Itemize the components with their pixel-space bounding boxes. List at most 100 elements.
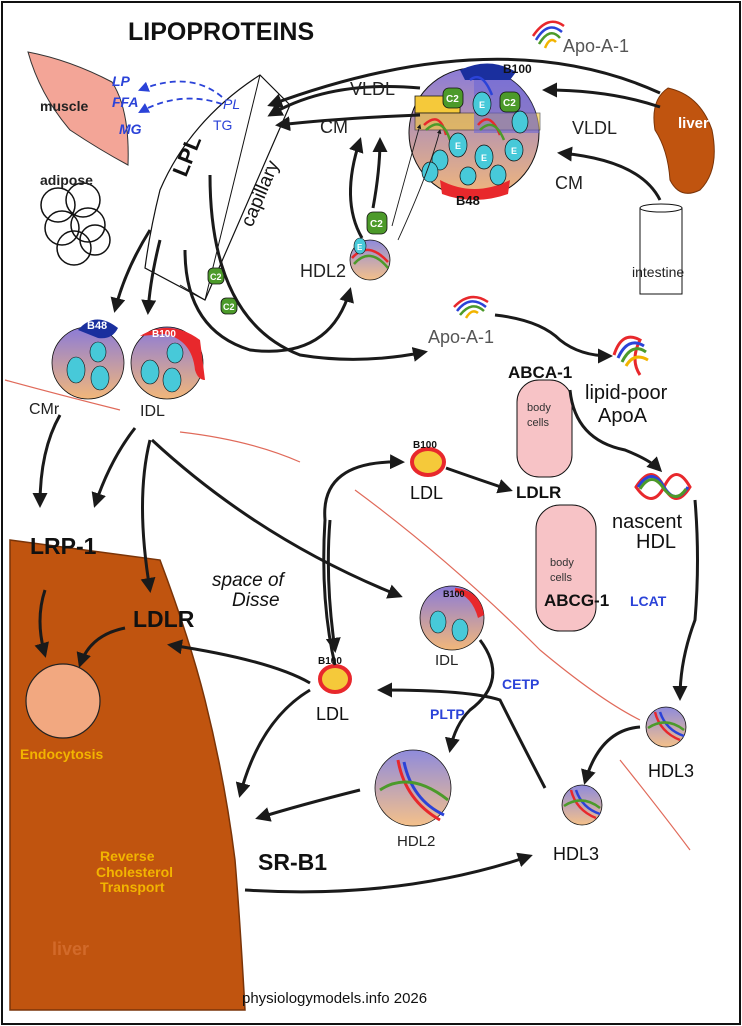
ldl-top-label: LDL: [410, 483, 443, 503]
nascent-hdl-icon: [634, 473, 692, 500]
vldl-incoming-label: VLDL: [350, 79, 395, 99]
cmr-label: CMr: [29, 401, 60, 418]
lipid-poor-label-1: lipid-poor: [585, 382, 668, 404]
liver-organ: [653, 87, 715, 194]
ldl-mid-label: LDL: [316, 704, 349, 724]
lpl-dashed-arrows: [137, 80, 223, 114]
rct-label-2: Cholesterol: [96, 864, 173, 880]
apo-c2-tiles: [207, 87, 521, 315]
hdl2-top-label: HDL2: [300, 261, 346, 281]
space-of-disse-label-1: space of: [212, 570, 286, 591]
lrp1-receptor-label: LRP-1: [30, 533, 97, 559]
body-cells-top-label-2: cells: [527, 417, 550, 429]
lpl-product-ffa: FFA: [112, 94, 138, 110]
lpl-product-lp: LP: [112, 73, 131, 89]
body-cells-bottom: [535, 504, 597, 632]
c2-label: C2: [503, 98, 516, 109]
abca1-transporter-label: ABCA-1: [508, 363, 572, 382]
rct-label-3: Transport: [100, 879, 165, 895]
lpl-substrate-pl: PL: [223, 96, 240, 112]
abcg1-transporter-label: ABCG-1: [544, 591, 609, 610]
liver-small-label: liver: [678, 115, 709, 132]
apoa1-mid-label: Apo-A-1: [428, 327, 494, 347]
lpl-substrate-tg: TG: [213, 117, 232, 133]
endocytosis-label: Endocytosis: [20, 746, 103, 762]
body-cells-top-label-1: body: [527, 402, 551, 414]
nascent-hdl-label-2: HDL: [636, 531, 676, 553]
pltp-enzyme-label: PLTP: [430, 706, 465, 722]
thin-arrows: [391, 124, 442, 241]
c2-label: C2: [446, 94, 459, 105]
diagram-title: LIPOPROTEINS: [128, 18, 314, 46]
flow-arrows: [32, 57, 699, 894]
e-label: E: [481, 153, 487, 163]
ldl-top-particle: [410, 447, 446, 477]
apo-ribbons: [423, 20, 565, 319]
srb1-receptor-label: SR-B1: [258, 849, 327, 875]
ldlr-left-receptor-label: LDLR: [133, 606, 195, 632]
intestine-shape: [639, 207, 683, 295]
lcat-enzyme-label: LCAT: [630, 593, 667, 609]
idl-left-particle: [130, 326, 205, 400]
lipid-poor-label-2: ApoA: [598, 405, 648, 427]
apoa1-top-label: Apo-A-1: [563, 36, 629, 56]
b48-top-label: B48: [456, 193, 480, 208]
nascent-hdl-label-1: nascent: [612, 511, 682, 533]
boundary-line: [4, 379, 121, 411]
e-label: E: [511, 146, 517, 156]
c2-label: C2: [370, 219, 383, 230]
b48-cmr-label: B48: [87, 320, 107, 332]
hdl3-bottom-label: HDL3: [553, 844, 599, 864]
boundary-line: [354, 489, 641, 721]
b100-ldl-top-label: B100: [413, 440, 437, 451]
ldlr-top-receptor-label: LDLR: [516, 483, 561, 502]
b100-top-label: B100: [503, 62, 532, 76]
apo-e-blobs: [421, 91, 529, 186]
b100-ldl-mid-label: B100: [318, 656, 342, 667]
liver-region: [9, 539, 246, 1011]
b100-idl-label: B100: [152, 329, 176, 340]
body-cells-top: [516, 379, 573, 478]
muscle-shape: [27, 51, 129, 166]
b100-idl-mid-label: B100: [443, 589, 465, 599]
e-label: E: [479, 100, 485, 110]
hdl3-right-label: HDL3: [648, 761, 694, 781]
rct-label-1: Reverse: [100, 848, 155, 864]
cm-incoming-label: CM: [320, 117, 348, 137]
body-cells-bottom-label-1: body: [550, 557, 574, 569]
e-label: E: [455, 141, 461, 151]
muscle-label: muscle: [40, 98, 88, 114]
hdl3-right-particle: [645, 706, 687, 748]
capillary-wall: [144, 74, 291, 301]
cm-intestine-label: CM: [555, 173, 583, 193]
ldl-mid-particle: [318, 664, 352, 694]
body-cells-bottom-label-2: cells: [550, 572, 573, 584]
lipid-poor-apoa-icon: [612, 335, 649, 376]
boundary-line: [619, 759, 691, 851]
c2-label: C2: [223, 302, 235, 312]
c2-label: C2: [210, 272, 222, 282]
footer-credit: physiologymodels.info 2026: [242, 990, 427, 1007]
vldl-liver-label: VLDL: [572, 118, 617, 138]
adipose-cells: [40, 182, 111, 266]
idl-mid-particle: [419, 585, 485, 651]
endocytosis-vesicle: [25, 663, 101, 739]
hdl2-bottom-label: HDL2: [397, 833, 435, 850]
adipose-label: adipose: [40, 172, 93, 188]
lpl-product-mg: MG: [119, 121, 142, 137]
idl-mid-label: IDL: [435, 652, 458, 669]
hdl3-bottom-particle: [561, 784, 603, 826]
hdl2-bottom-particle: [374, 749, 452, 827]
boundary-line: [179, 431, 301, 463]
capillary-line: [204, 74, 261, 301]
liver-big-label: liver: [52, 939, 89, 959]
e-label: E: [357, 243, 363, 252]
intestine-label: intestine: [632, 264, 684, 280]
space-of-disse-label-2: Disse: [232, 590, 280, 611]
cmr-particle: [51, 319, 125, 400]
hdl2-top-particle: [349, 237, 391, 281]
cetp-enzyme-label: CETP: [502, 676, 539, 692]
